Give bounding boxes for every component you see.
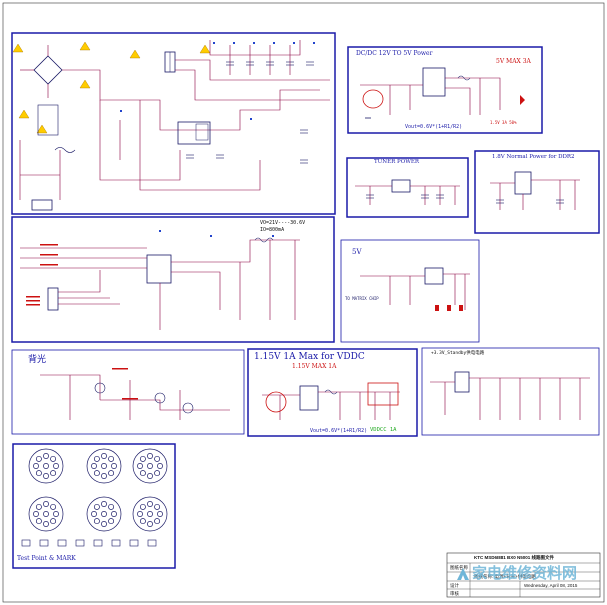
testpoint-pin	[43, 453, 49, 459]
testpoint-pin	[147, 511, 153, 517]
testpoint-pin	[43, 473, 49, 479]
testpoint-pin	[50, 470, 57, 477]
watermark-logo-icon	[455, 566, 471, 582]
five-v-title: 5V	[352, 248, 362, 256]
testpoint-pin	[147, 521, 153, 527]
title-block-company: KTC MSD6I881 BX0 N5001 线路图文件	[474, 555, 555, 560]
testpoint-pin	[101, 501, 107, 507]
testpoint-pin	[108, 455, 115, 462]
dcdc-title: DC/DC 12V TO 5V Power	[356, 50, 433, 57]
testpoint-pin	[53, 463, 59, 469]
testpoint-pin	[50, 455, 57, 462]
tuner-power-block	[346, 157, 469, 218]
title-block-row-2: 图纸名称: 电源+背光+供电电路	[474, 574, 536, 579]
testpoint-pin	[50, 518, 57, 525]
testpoint-pin	[147, 501, 153, 507]
dcdc-block	[347, 46, 543, 134]
power-supply-block	[11, 32, 336, 215]
testpoint-connector	[132, 496, 168, 532]
testpoint-pin	[139, 455, 146, 462]
testpoint-pin	[43, 521, 49, 527]
testpoint-pin	[35, 470, 42, 477]
testpoint-pin	[154, 503, 161, 510]
testpoint-connector	[86, 448, 122, 484]
testpoint-pin	[139, 503, 146, 510]
testpoint-connector	[28, 496, 64, 532]
testpoint-pin	[91, 463, 97, 469]
testpoint-title: Test Point & MARK	[17, 555, 76, 562]
testpoint-pin	[53, 511, 59, 517]
testpoint-pin	[147, 473, 153, 479]
testpoint-pin	[93, 455, 100, 462]
testpoint-pin	[157, 463, 163, 469]
testpoint-pin	[93, 518, 100, 525]
testpoint-pin	[147, 463, 153, 469]
testpoint-pin	[33, 511, 39, 517]
testpoint-pin	[101, 453, 107, 459]
standby-title: +3.3V_Standby供电电路	[431, 351, 485, 356]
testpoint-block	[12, 443, 176, 569]
tuner-title: TUNER POWER	[374, 159, 420, 165]
testpoint-pin	[137, 463, 143, 469]
testpoint-pin	[101, 463, 107, 469]
title-block-row-3: 设计	[450, 583, 459, 588]
dcdc-rating: 5V MAX 3A	[496, 58, 531, 65]
backlight-driver-block	[11, 216, 335, 343]
testpoint-pin	[147, 453, 153, 459]
testpoint-pin	[35, 455, 42, 462]
testpoint-pin	[101, 511, 107, 517]
testpoint-pin	[154, 455, 161, 462]
title-block-row-1: 图纸名称	[450, 565, 468, 570]
vddc-rating: 1.15V MAX 1A	[292, 363, 337, 370]
testpoint-pin	[154, 518, 161, 525]
ddr2-title: 1.8V Normal Power for DDR2	[492, 154, 575, 160]
testpoint-pin	[139, 470, 146, 477]
testpoint-connector	[28, 448, 64, 484]
testpoint-pin	[33, 463, 39, 469]
testpoint-pin	[50, 503, 57, 510]
testpoint-pin	[108, 470, 115, 477]
title-block-date: Wednesday, April 08, 2015	[524, 583, 578, 588]
dcdc-note: 1.5V 3A 50%	[490, 120, 517, 125]
testpoint-pin	[154, 470, 161, 477]
backlight-io-label: IO=800mA	[260, 227, 285, 233]
testpoint-pin	[111, 511, 117, 517]
testpoint-pin	[35, 518, 42, 525]
five-v-note: TO MATRIX CHIP	[345, 296, 379, 301]
vddc-note: VDDCC 1A	[370, 427, 397, 433]
testpoint-pin	[157, 511, 163, 517]
backlight-block	[11, 349, 245, 435]
testpoint-pin	[35, 503, 42, 510]
testpoint-pin	[43, 501, 49, 507]
testpoint-pin	[139, 518, 146, 525]
watermark-text: 家电维修资料网	[472, 565, 578, 582]
backlight-vo-label: VO=21V----30.6V	[260, 220, 306, 226]
five-volt-block	[340, 239, 480, 343]
backlight-title: 背光	[28, 355, 47, 365]
vddc-block	[247, 348, 418, 437]
vddc-title: 1.15V 1A Max for VDDC	[254, 352, 365, 362]
testpoint-pin	[111, 463, 117, 469]
standby-block	[421, 347, 600, 436]
title-block-row-4: 审核	[450, 591, 459, 596]
testpoint-pin	[91, 511, 97, 517]
testpoint-pin	[108, 503, 115, 510]
testpoint-pin	[93, 470, 100, 477]
ddr2-power-block	[474, 150, 600, 234]
testpoint-connector	[132, 448, 168, 484]
testpoint-pin	[101, 521, 107, 527]
testpoint-pin	[43, 511, 49, 517]
title-block	[446, 552, 601, 598]
testpoint-pin	[43, 463, 49, 469]
testpoint-pin	[137, 511, 143, 517]
vddc-formula: Vout=0.6V*(1+R1/R2)	[310, 428, 368, 434]
testpoint-pin	[108, 518, 115, 525]
testpoint-pin	[93, 503, 100, 510]
testpoint-connector	[86, 496, 122, 532]
testpoint-pin	[101, 473, 107, 479]
dcdc-formula: Vout=0.6V*(1+R1/R2)	[405, 124, 463, 130]
